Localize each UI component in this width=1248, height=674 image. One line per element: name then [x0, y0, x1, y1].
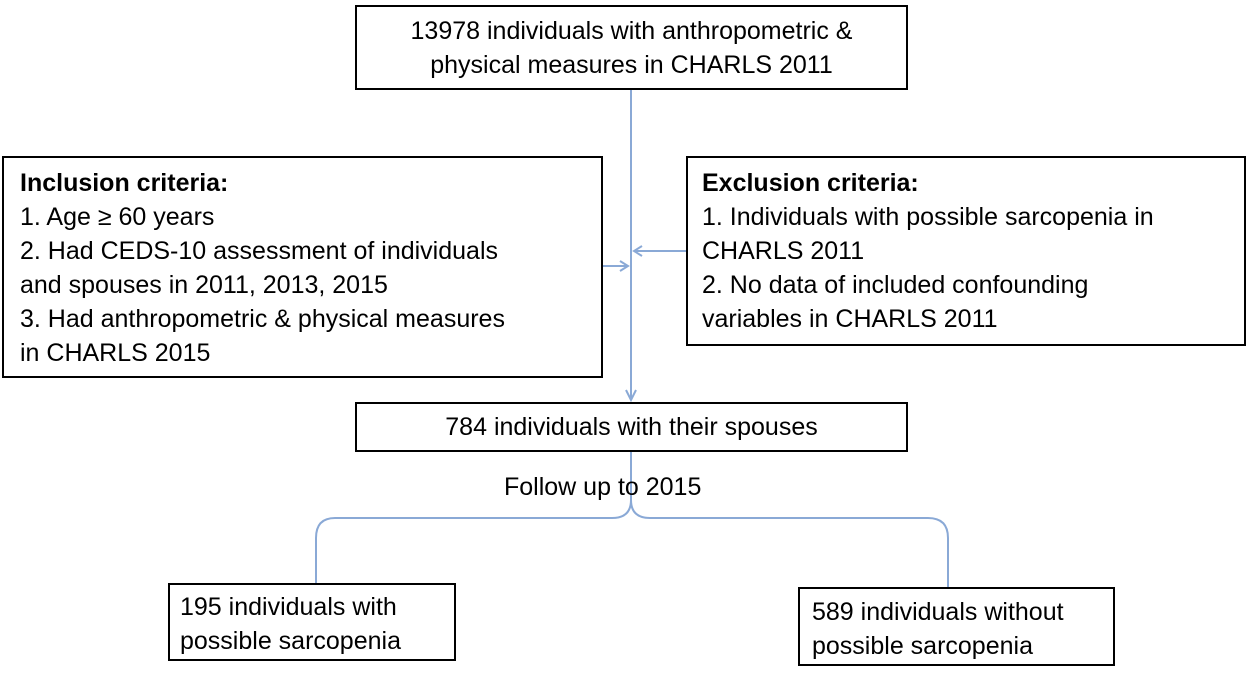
follow-up-label: Follow up to 2015	[504, 473, 702, 501]
exclusion-line-2: CHARLS 2011	[702, 237, 865, 265]
right-branch-connector	[630, 499, 949, 587]
outcome-with-sarcopenia-box: 195 individuals with possible sarcopenia	[168, 583, 456, 661]
cohort-box: 13978 individuals with anthropometric & …	[355, 5, 908, 90]
outcome-without-line-1: 589 individuals without	[812, 598, 1064, 626]
inclusion-line-3: and spouses in 2011, 2013, 2015	[20, 271, 388, 299]
exclusion-criteria-box: Exclusion criteria: 1. Individuals with …	[686, 156, 1246, 346]
inclusion-line-2: 2. Had CEDS-10 assessment of individuals	[20, 237, 499, 265]
inclusion-arrow-head	[619, 260, 630, 272]
inclusion-line-4: 3. Had anthropometric & physical measure…	[20, 305, 505, 333]
exclusion-heading: Exclusion criteria:	[702, 169, 919, 197]
inclusion-line-5: in CHARLS 2015	[20, 339, 211, 367]
outcome-without-line-2: possible sarcopenia	[812, 632, 1033, 660]
exclusion-line-3: 2. No data of included confounding	[702, 271, 1089, 299]
exclusion-line-1: 1. Individuals with possible sarcopenia …	[702, 203, 1154, 231]
cohort-line-1: 13978 individuals with anthropometric &	[410, 17, 853, 45]
left-branch-connector	[315, 499, 632, 583]
main-arrow-head	[625, 389, 637, 403]
enrolled-box: 784 individuals with their spouses	[355, 402, 908, 452]
exclusion-arrow-head	[632, 245, 643, 257]
cohort-line-2: physical measures in CHARLS 2011	[430, 51, 833, 79]
outcome-with-line-2: possible sarcopenia	[180, 627, 401, 655]
inclusion-line-1: 1. Age ≥ 60 years	[20, 203, 215, 231]
enrolled-text: 784 individuals with their spouses	[445, 413, 818, 441]
outcome-with-line-1: 195 individuals with	[180, 593, 397, 621]
inclusion-criteria-box: Inclusion criteria: 1. Age ≥ 60 years 2.…	[2, 156, 603, 378]
inclusion-heading: Inclusion criteria:	[20, 169, 229, 197]
outcome-without-sarcopenia-box: 589 individuals without possible sarcope…	[798, 587, 1115, 666]
exclusion-line-4: variables in CHARLS 2011	[702, 305, 998, 333]
